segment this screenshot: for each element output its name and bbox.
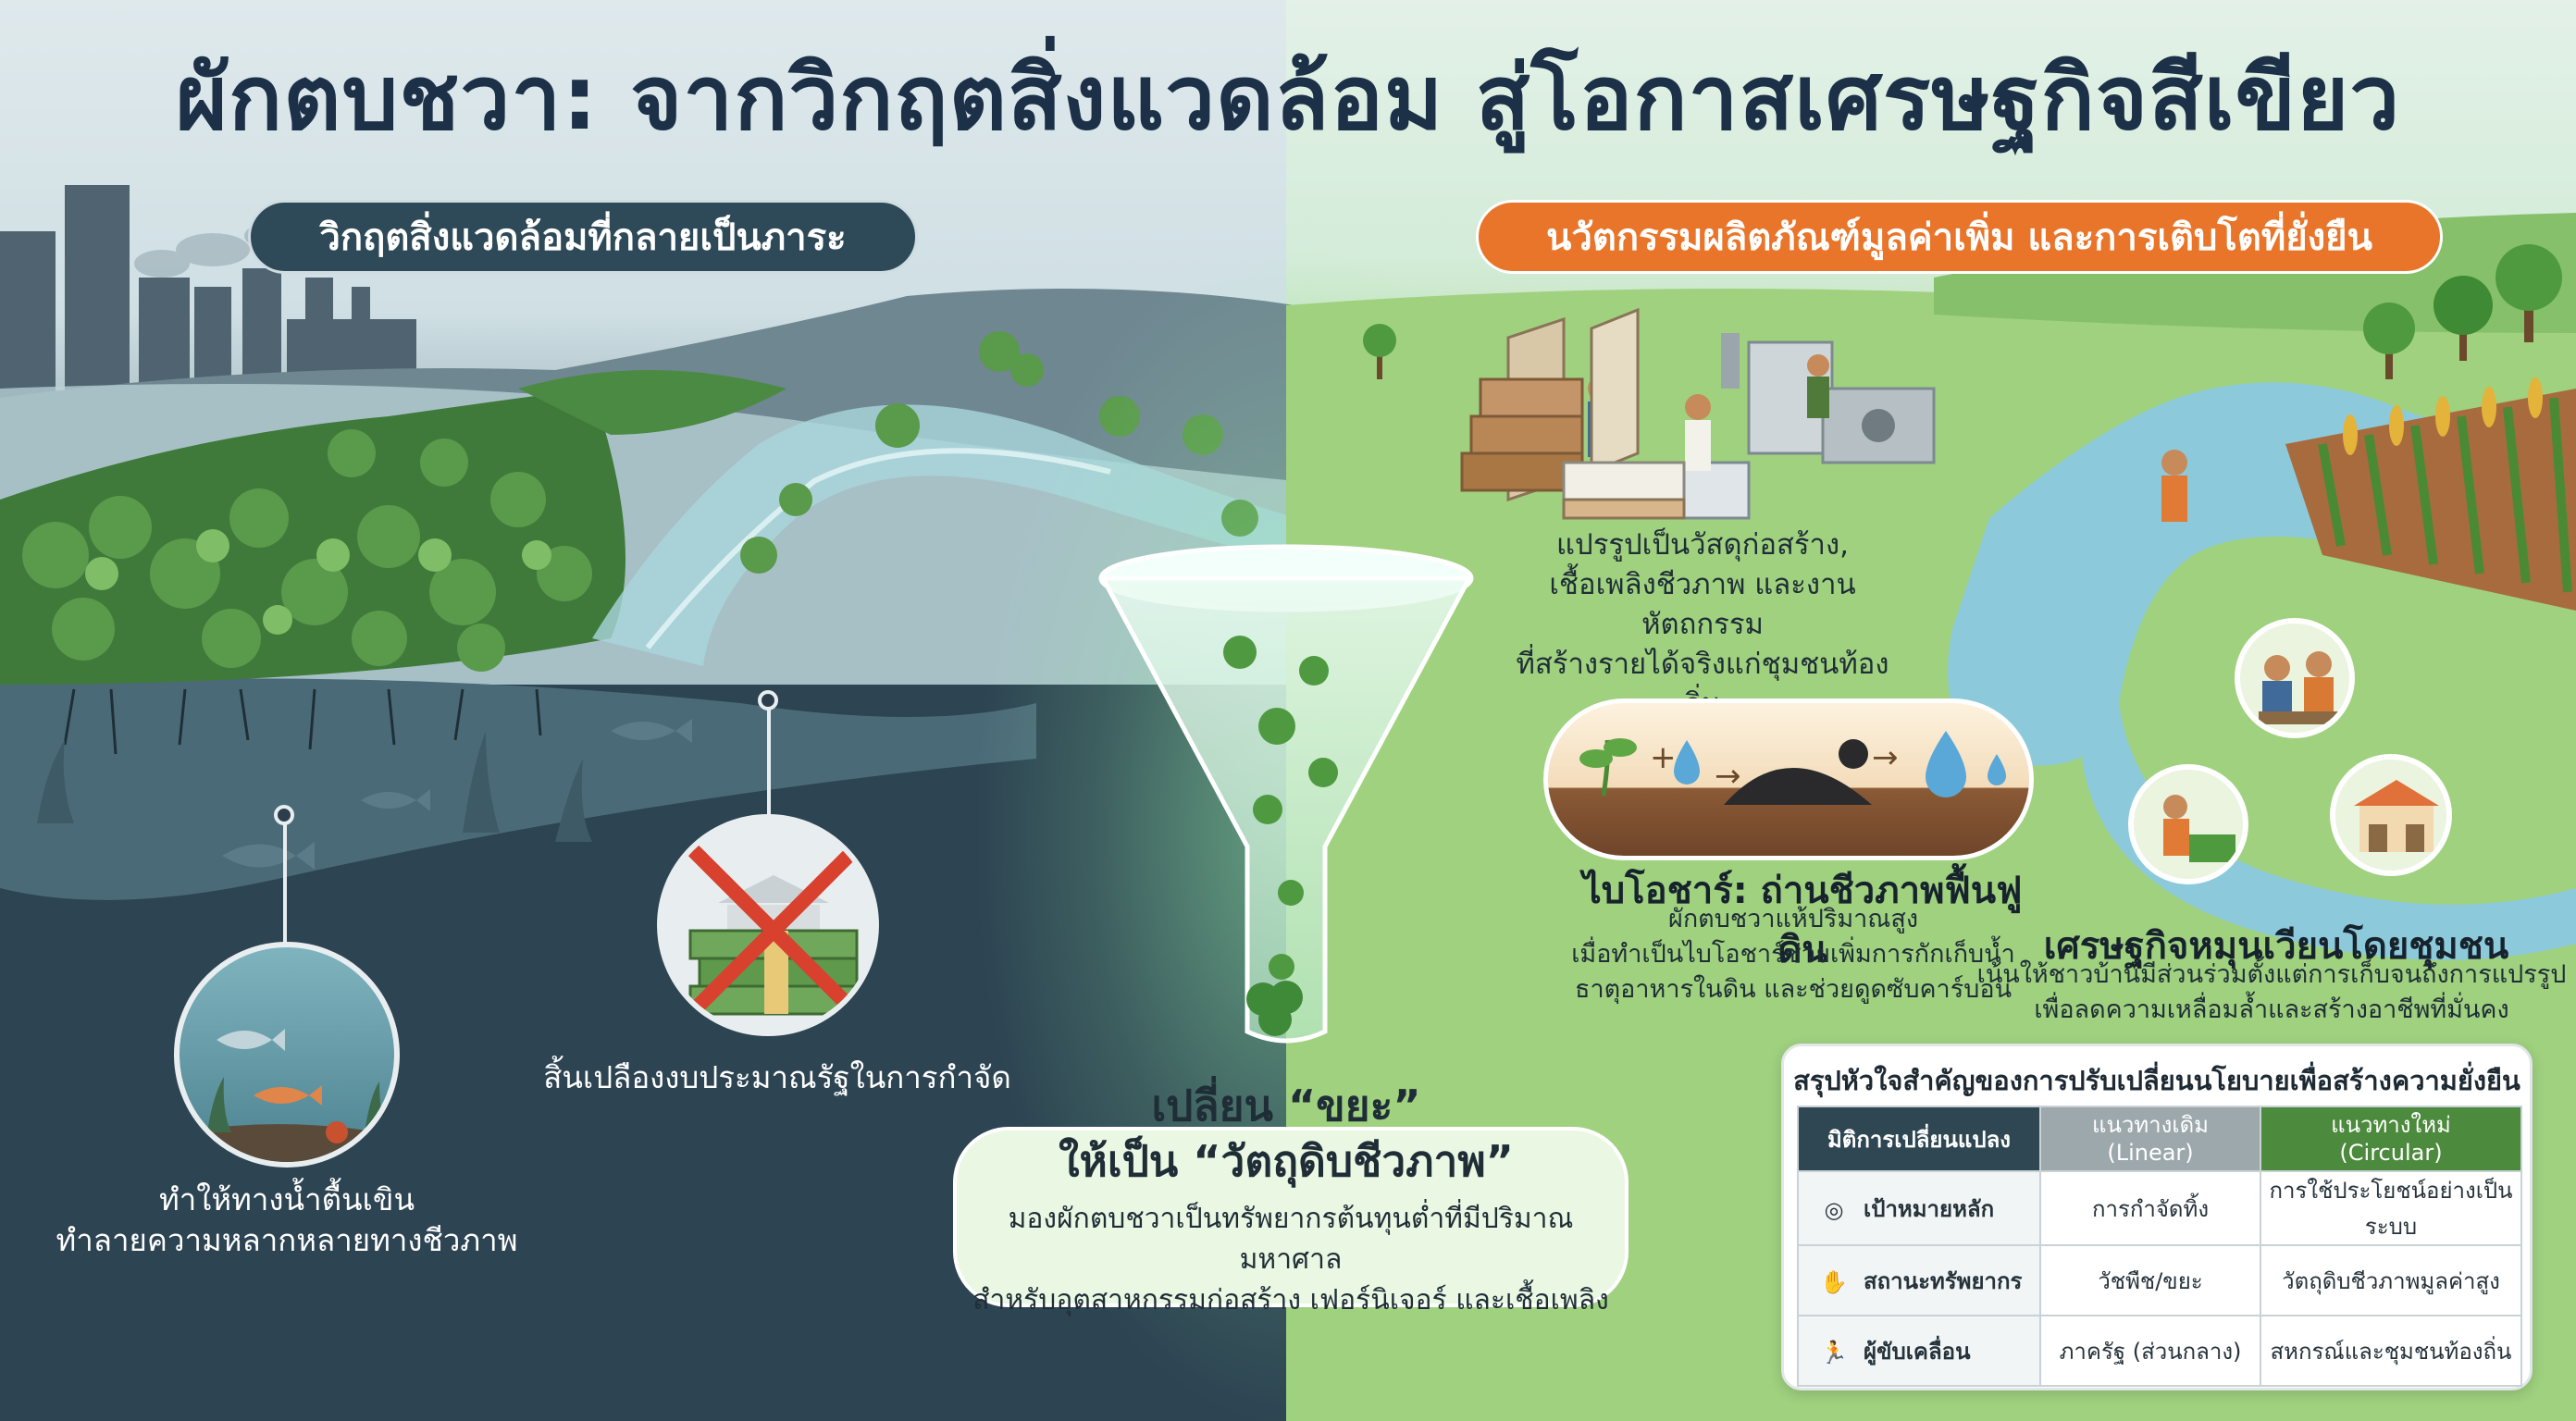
header-old-label: แนวทางเดิม: [2092, 1112, 2209, 1138]
crop-field: [2285, 377, 2576, 611]
water-impact-line2: ทำลายความหลากหลายทางชีวภาพ: [56, 1222, 518, 1258]
row-dimension: ◎ เป้าหมายหลัก: [1797, 1170, 2041, 1246]
center-body-line2: สำหรับอุตสาหกรรมก่อสร้าง เฟอร์นิเจอร์ แล…: [972, 1284, 1609, 1316]
svg-text:+: +: [1650, 739, 1677, 776]
row-old: การกำจัดทิ้ง: [2039, 1170, 2261, 1246]
table-row: ✋ สถานะทรัพยากร วัชพืช/ขยะ วัตถุดิบชีวภาพ…: [1797, 1244, 2522, 1316]
svg-text:→: →: [1715, 758, 1741, 795]
products-line2: เชื้อเพลิงชีวภาพ และงานหัตถกรรม: [1549, 568, 1856, 641]
community-harvest-lens: [2128, 764, 2248, 884]
header-new-label: แนวทางใหม่: [2331, 1112, 2451, 1138]
connector-line: [767, 709, 771, 822]
harvest-worker-icon: [2163, 795, 2235, 862]
page-title: ผักตบชวา: จากวิกฤตสิ่งแวดล้อม สู่โอกาสเศ…: [175, 46, 2401, 150]
center-headline-line2: ให้เป็น “วัตถุดิบชีวภาพ”: [1059, 1136, 1514, 1186]
center-body-line1: มองผักตบชวาเป็นทรัพยากรต้นทุนต่ำที่มีปริ…: [1008, 1203, 1574, 1276]
row-dimension-label: สถานะทรัพยากร: [1864, 1267, 2023, 1294]
community-people-lens: [2235, 618, 2355, 738]
circular-line1: เน้นให้ชาวบ้านมีส่วนร่วมตั้งแต่การเก็บจน…: [1976, 960, 2567, 989]
runner-icon: 🏃: [1820, 1339, 1848, 1365]
hyacinth-roots: [63, 688, 542, 755]
biochar-line3: ธาตุอาหารในดิน และช่วยดูดซับคาร์บอน: [1574, 975, 2012, 1004]
biochar-illustration: + → →: [1543, 698, 2034, 860]
water-impact-line1: ทำให้ทางน้ำตื้นเขิน: [158, 1181, 415, 1217]
summary-table-card: สรุปหัวใจสำคัญของการปรับเปลี่ยนนโยบายเพื…: [1781, 1044, 2533, 1390]
circular-line2: เพื่อลดความเหลื่อมล้ำและสร้างอาชีพที่มั่…: [2034, 995, 2509, 1024]
target-icon: ◎: [1824, 1196, 1844, 1223]
biochar-text: ผักตบชวาแห้ปริมาณสูง เมื่อทำเป็นไบโอชาร์…: [1506, 902, 2080, 1007]
biochar-line1: ผักตบชวาแห้ปริมาณสูง: [1668, 905, 1918, 933]
table-row: ◎ เป้าหมายหลัก การกำจัดทิ้ง การใช้ประโยชน…: [1797, 1170, 2522, 1246]
right-river-lower: [2082, 703, 2576, 960]
header-dimension: มิติการเปลี่ยนแปลง: [1797, 1106, 2041, 1172]
money-crossed-icon: [683, 840, 864, 1021]
water-impact-lens: [174, 942, 400, 1168]
falling-leaf-icon: [1246, 981, 1303, 1036]
row-old: ภาครัฐ (ส่วนกลาง): [2039, 1315, 2261, 1387]
building-materials-icon: [1460, 307, 1686, 520]
biochar-line2: เมื่อทำเป็นไบโอชาร์ช่วยเพิ่มการกักเก็บน้…: [1571, 940, 2015, 969]
market-stall-icon: [2354, 780, 2439, 852]
header-old: แนวทางเดิม (Linear): [2039, 1106, 2261, 1172]
row-new: การใช้ประโยชน์อย่างเป็นระบบ: [2260, 1170, 2522, 1246]
table-row: 🏃 ผู้ขับเคลื่อน ภาครัฐ (ส่วนกลาง) สหกรณ์แ…: [1797, 1315, 2522, 1387]
row-new: วัตถุดิบชีวภาพมูลค่าสูง: [2260, 1244, 2522, 1316]
row-dimension-label: ผู้ขับเคลื่อน: [1864, 1338, 1971, 1365]
connector-dot: [758, 690, 778, 710]
row-dimension: 🏃 ผู้ขับเคลื่อน: [1797, 1315, 2041, 1387]
row-old: วัชพืช/ขยะ: [2039, 1244, 2261, 1316]
water-hyacinth-mat: [0, 370, 786, 685]
summary-table: มิติการเปลี่ยนแปลง แนวทางเดิม (Linear) แ…: [1797, 1106, 2522, 1387]
biochar-title: ไบโอชาร์: ถ่านชีวภาพฟื้นฟูดิน: [1582, 870, 2023, 971]
header-old-sub: (Linear): [2107, 1140, 2194, 1166]
center-headline: เปลี่ยน “ขยะ” ให้เป็น “วัตถุดิบชีวภาพ”: [981, 1078, 1591, 1189]
right-section-heading: นวัตกรรมผลิตภัณฑ์มูลค่าเพิ่ม และการเติบโ…: [1476, 200, 2443, 274]
budget-impact-lens: [657, 814, 879, 1036]
tree-icon: [1363, 244, 2562, 379]
products-line1: แปรรูปเป็นวัสดุก่อสร้าง,: [1556, 528, 1849, 562]
budget-impact-text: สิ้นเปลืองงบประมาณรัฐในการกำจัด: [543, 1059, 1011, 1095]
funnel-icon: [1098, 544, 1474, 1044]
fish-icon: [222, 719, 692, 870]
center-headline-line1: เปลี่ยน “ขยะ”: [1151, 1081, 1421, 1131]
left-section-heading: วิกฤตสิ่งแวดล้อมที่กลายเป็นภาระ: [248, 200, 918, 274]
header-new: แนวทางใหม่ (Circular): [2260, 1106, 2522, 1172]
table-header-row: มิติการเปลี่ยนแปลง แนวทางเดิม (Linear) แ…: [1797, 1106, 2522, 1172]
community-market-lens: [2330, 754, 2452, 876]
people-group-icon: [2259, 651, 2342, 724]
hand-plant-icon: ✋: [1820, 1268, 1848, 1295]
svg-text:→: →: [1872, 739, 1899, 776]
center-body: มองผักตบชวาเป็นทรัพยากรต้นทุนต่ำที่มีปริ…: [962, 1199, 1619, 1321]
water-impact-text: ทำให้ทางน้ำตื้นเขิน ทำลายความหลากหลายทาง…: [37, 1180, 537, 1261]
row-dimension: ✋ สถานะทรัพยากร: [1797, 1244, 2041, 1316]
connector-dot: [274, 805, 294, 825]
header-new-sub: (Circular): [2339, 1140, 2443, 1166]
connector-line: [283, 814, 287, 944]
summary-table-title: สรุปหัวใจสำคัญของการปรับเปลี่ยนนโยบายเพื…: [1793, 1065, 2520, 1096]
row-dimension-label: เป้าหมายหลัก: [1864, 1195, 1995, 1222]
seaweed-icon: [37, 731, 592, 842]
circular-title: เศรษฐกิจหมุนเวียนโดยชุมชน: [2043, 925, 2509, 968]
row-new: สหกรณ์และชุมชนท้องถิ่น: [2260, 1315, 2522, 1387]
center-callout: [953, 1127, 1629, 1307]
products-text: แปรรูปเป็นวัสดุก่อสร้าง, เชื้อเพลิงชีวภา…: [1499, 525, 1906, 724]
circular-text: เน้นให้ชาวบ้านมีส่วนร่วมตั้งแต่การเก็บจน…: [1971, 958, 2572, 1028]
biochar-soil-icon: + → →: [1579, 731, 2006, 805]
